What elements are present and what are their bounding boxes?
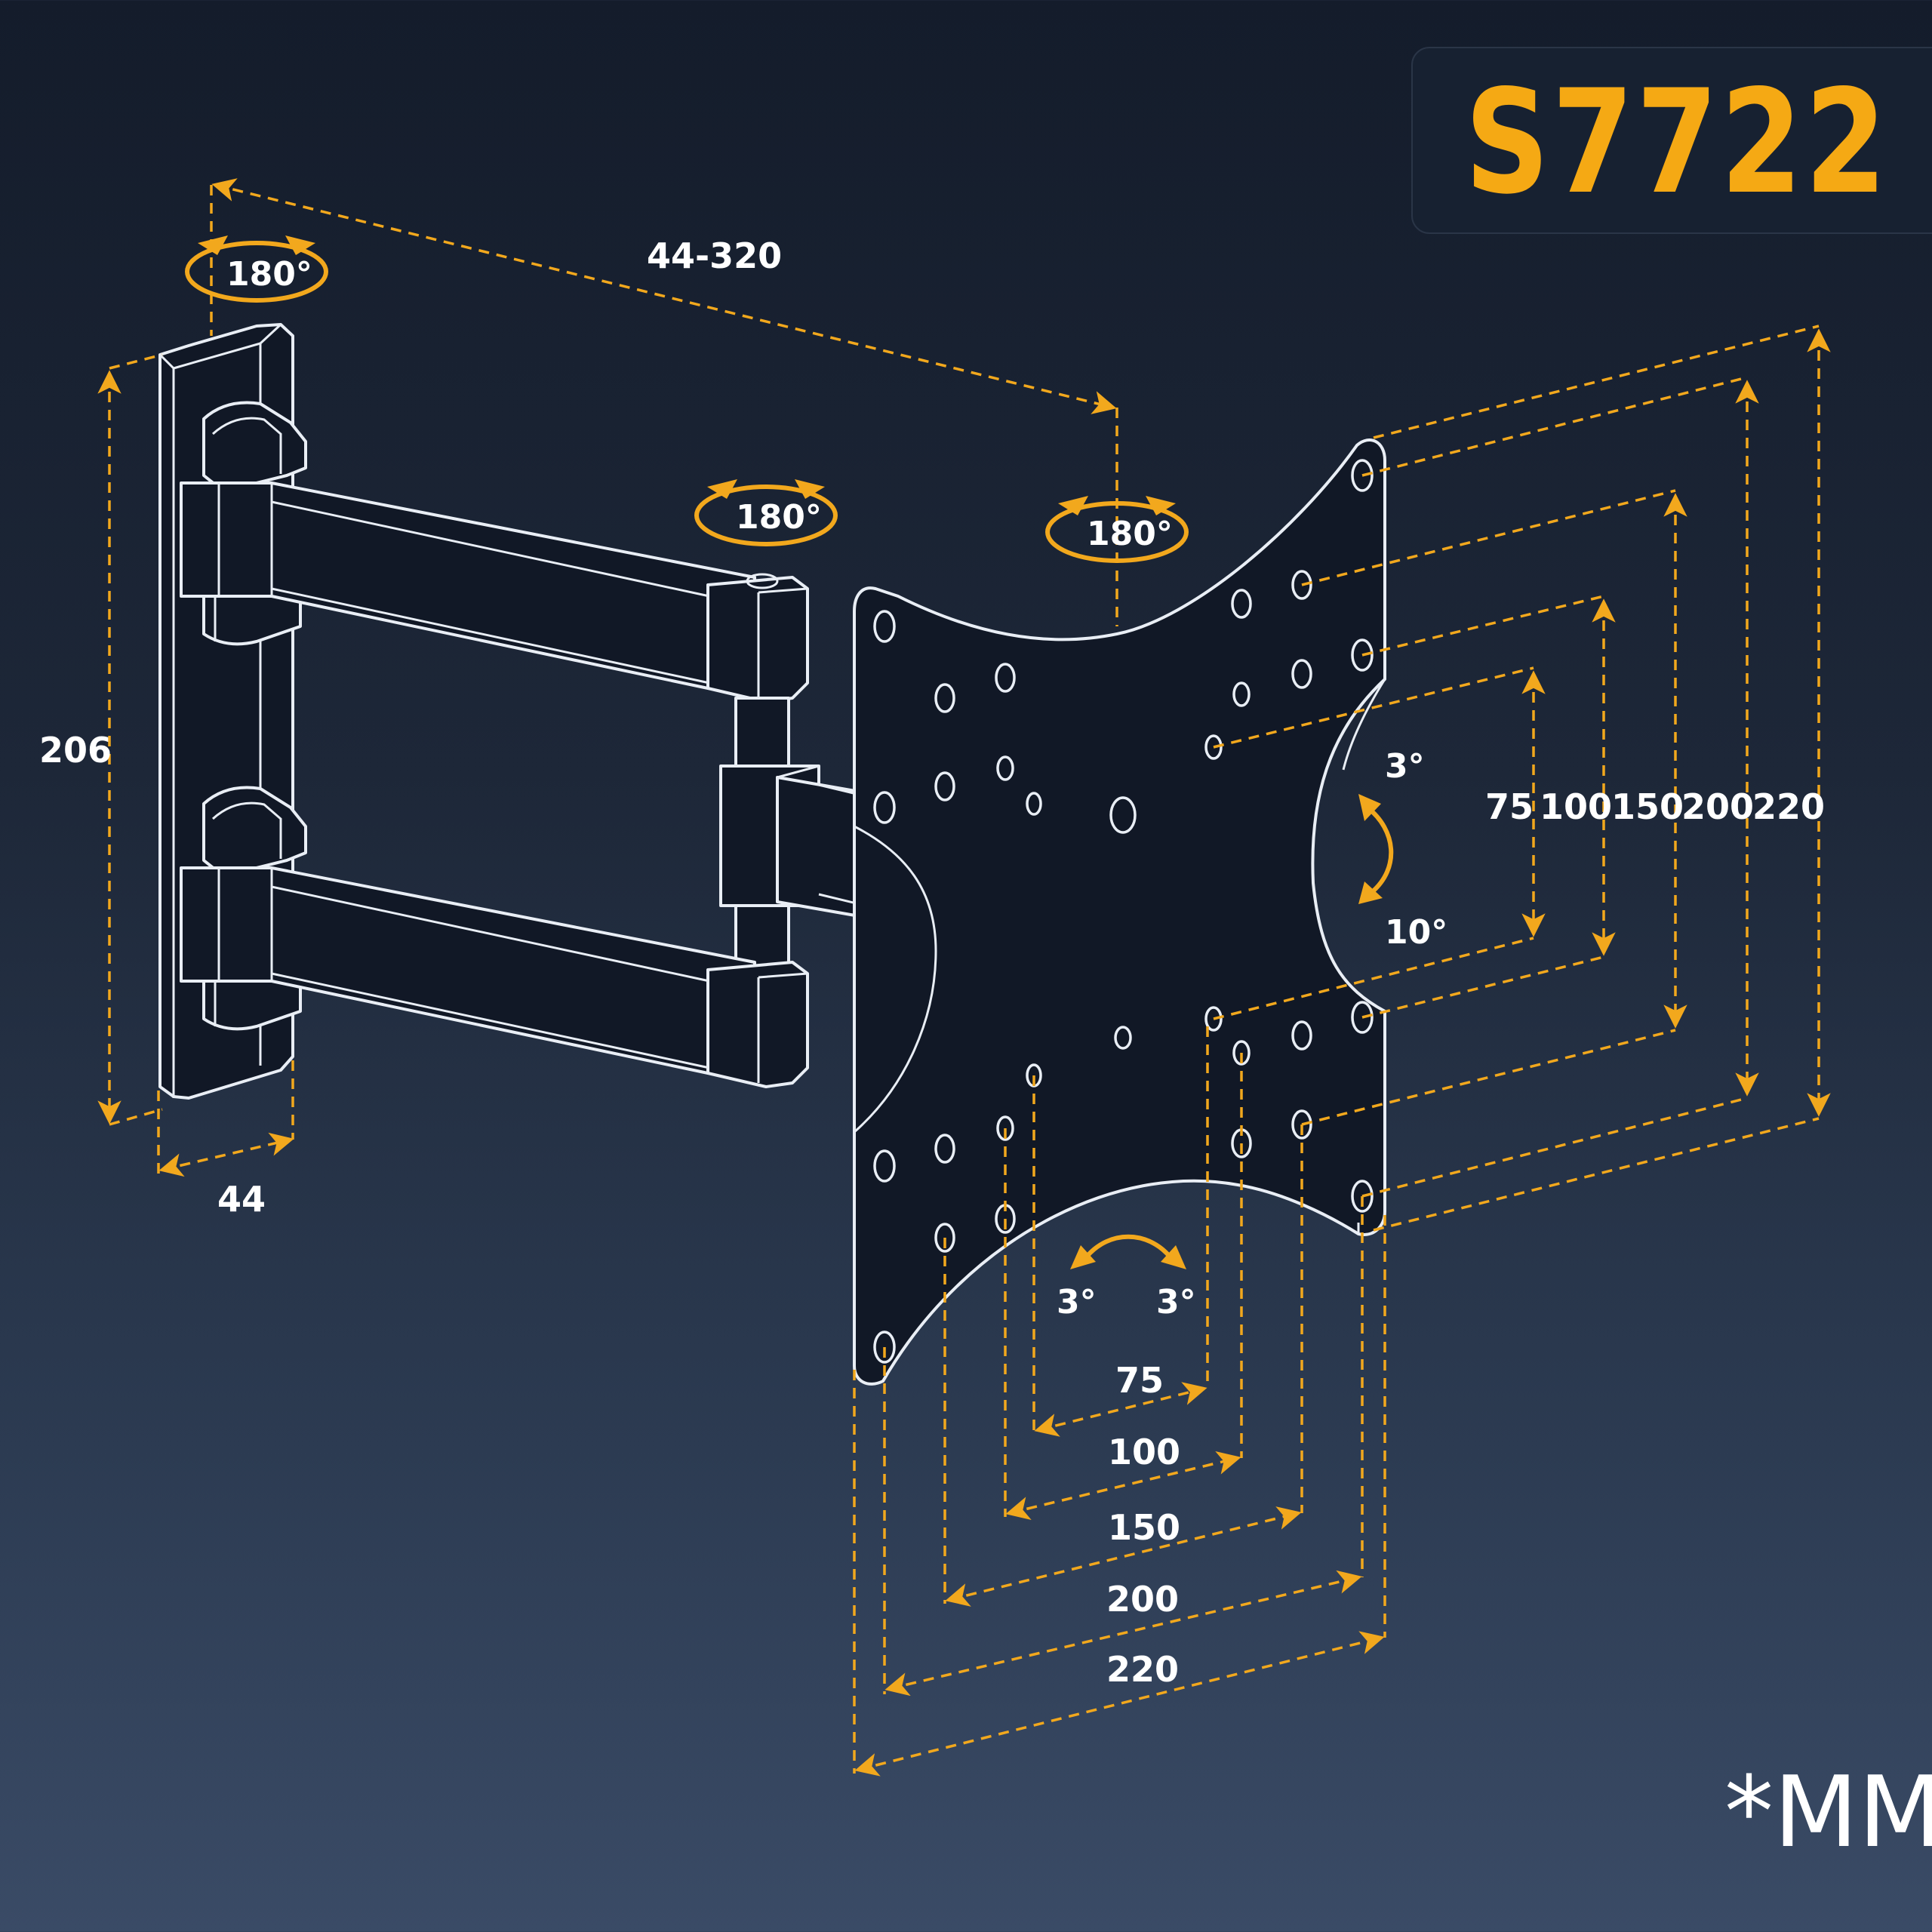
vesa-v-label-200: 200 [1681,786,1754,827]
model-code: S7722 [1464,58,1890,226]
tilt-label-up: 3° [1385,747,1425,786]
lower-wall-hinge [202,786,307,1031]
upper-wall-hinge [202,401,307,646]
dim-vesa-vertical: 75 100 150 200 220 [1213,325,1831,1232]
dim-wall-plate-depth: 44 [157,1060,294,1220]
vesa-v-label-150: 150 [1611,786,1684,827]
dim-wall-plate-height: 206 [39,353,163,1126]
vesa-plate [853,438,1386,1386]
unit-note: *MM [1724,1755,1932,1869]
rotation-elbow-pivot: 180° [694,479,838,546]
vesa-h-label-200: 200 [1106,1579,1179,1620]
vesa-h-label-150: 150 [1108,1507,1180,1548]
rotation-plate-pivot: 180° [1045,496,1189,563]
rotation-label-plate: 180° [1087,515,1173,553]
vesa-h-label-100: 100 [1108,1432,1180,1472]
vesa-v-label-75: 75 [1485,786,1534,827]
dim-vesa-horizontal: 75 100 150 200 220 [853,1026,1386,1777]
dim-label-206: 206 [39,730,112,771]
vesa-v-label-220: 220 [1752,786,1825,827]
upper-arm [180,481,809,703]
swivel-label-right: 3° [1156,1283,1196,1321]
vesa-v-label-100: 100 [1540,786,1612,827]
dim-arm-extension: 44-320 [210,178,1118,626]
swivel-indicator: 3° 3° [1057,1234,1196,1321]
model-badge: S7722 [1411,47,1932,234]
vesa-h-label-220: 220 [1106,1649,1179,1690]
dim-label-44: 44 [217,1179,266,1220]
vesa-h-label-75: 75 [1115,1360,1164,1401]
dim-label-44-320: 44-320 [647,235,782,276]
rotation-label-wall: 180° [226,255,312,294]
rotation-wall-pivot: 180° [185,235,328,303]
swivel-label-left: 3° [1057,1283,1097,1321]
rotation-label-elbow: 180° [736,498,822,537]
tilt-label-down: 10° [1385,913,1447,952]
tilt-indicator: 3° 10° [1358,747,1447,952]
lower-arm [180,866,809,1088]
